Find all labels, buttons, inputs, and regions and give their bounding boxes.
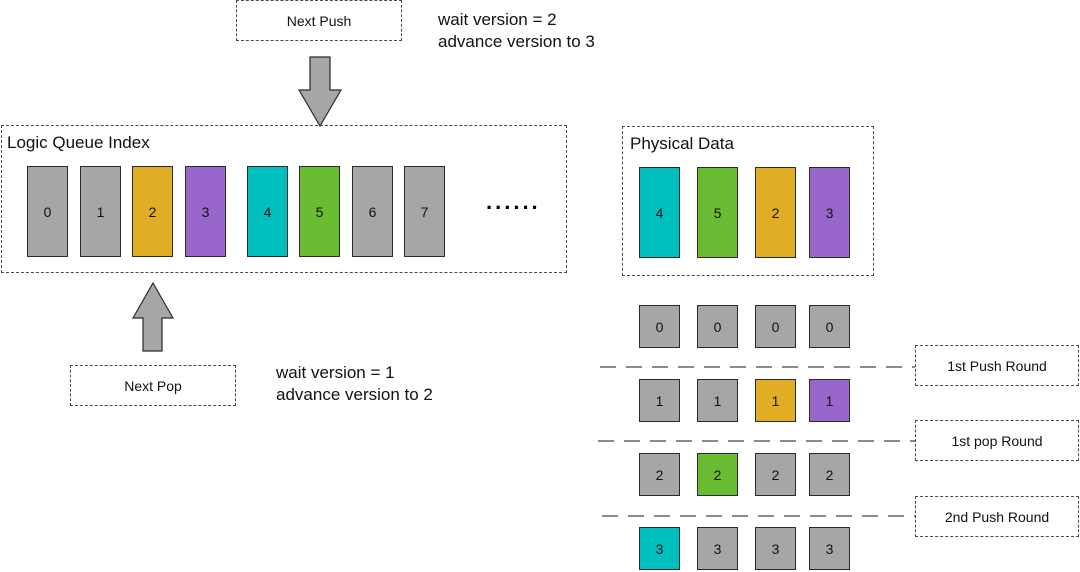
cell-value: 0: [771, 318, 780, 335]
cell-value: 5: [315, 203, 324, 220]
version-cell: 2: [639, 453, 680, 496]
logic-queue-cell: 6: [352, 166, 393, 257]
cell-value: 2: [825, 466, 834, 483]
round-label-1st-push: 1st Push Round: [915, 345, 1079, 386]
round-label-text: 1st pop Round: [951, 432, 1043, 449]
version-cell: 2: [697, 453, 738, 496]
version-cell: 3: [755, 527, 796, 570]
cell-value: 2: [771, 204, 780, 221]
version-cell: 3: [697, 527, 738, 570]
cell-value: 0: [43, 203, 52, 220]
cell-value: 3: [201, 203, 210, 220]
cell-value: 2: [713, 466, 722, 483]
cell-value: 1: [771, 392, 780, 409]
version-cell: 1: [755, 379, 796, 422]
cell-value: 3: [655, 540, 664, 557]
version-cell: 2: [755, 453, 796, 496]
cell-value: 7: [420, 203, 429, 220]
cell-value: 1: [96, 203, 105, 220]
cell-value: 3: [771, 540, 780, 557]
cell-value: 0: [713, 318, 722, 335]
physical-data-cell: 5: [697, 167, 738, 258]
logic-queue-cell: 1: [80, 166, 121, 257]
next-push-box: Next Push: [236, 0, 402, 41]
version-cell: 0: [697, 305, 738, 348]
cell-value: 6: [368, 203, 377, 220]
logic-queue-cell: 5: [299, 166, 340, 257]
next-push-note-line1: wait version = 2: [438, 10, 557, 29]
round-label-2nd-push: 2nd Push Round: [915, 496, 1079, 537]
physical-data-cell: 4: [639, 167, 680, 258]
cell-value: 0: [825, 318, 834, 335]
cell-value: 1: [825, 392, 834, 409]
cell-value: 1: [655, 392, 664, 409]
version-cell: 0: [809, 305, 850, 348]
next-push-note: wait version = 2 advance version to 3: [438, 9, 595, 53]
cell-value: 3: [713, 540, 722, 557]
version-cell: 0: [755, 305, 796, 348]
physical-data-title: Physical Data: [630, 134, 734, 153]
cell-value: 2: [148, 203, 157, 220]
round-label-1st-pop: 1st pop Round: [915, 420, 1079, 461]
push-arrow-icon: [297, 56, 343, 128]
cell-value: 2: [655, 466, 664, 483]
version-cell: 1: [697, 379, 738, 422]
cell-value: 5: [713, 204, 722, 221]
version-cell: 3: [809, 527, 850, 570]
logic-queue-cell: 4: [247, 166, 288, 257]
cell-value: 4: [655, 204, 664, 221]
next-pop-note: wait version = 1 advance version to 2: [276, 362, 433, 406]
cell-value: 0: [655, 318, 664, 335]
cell-value: 1: [713, 392, 722, 409]
next-pop-box: Next Pop: [70, 365, 236, 406]
logic-queue-cell: 3: [185, 166, 226, 257]
next-pop-label: Next Pop: [124, 377, 182, 394]
cell-value: 4: [263, 203, 272, 220]
round-label-text: 2nd Push Round: [944, 508, 1050, 525]
logic-queue-title: Logic Queue Index: [7, 133, 150, 152]
version-cell: 0: [639, 305, 680, 348]
next-pop-note-line1: wait version = 1: [276, 363, 395, 382]
next-pop-note-line2: advance version to 2: [276, 385, 433, 404]
version-cell: 1: [639, 379, 680, 422]
pop-arrow-icon: [131, 281, 175, 352]
cell-value: 2: [771, 466, 780, 483]
logic-queue-container: [1, 125, 567, 273]
physical-data-cell: 3: [809, 167, 850, 258]
ellipsis: ......: [486, 189, 541, 214]
physical-data-cell: 2: [755, 167, 796, 258]
cell-value: 3: [825, 204, 834, 221]
round-label-text: 1st Push Round: [947, 357, 1047, 374]
logic-queue-cell: 2: [132, 166, 173, 257]
logic-queue-cell: 7: [404, 166, 445, 257]
next-push-note-line2: advance version to 3: [438, 32, 595, 51]
physical-data-container: [622, 126, 874, 276]
version-cell: 3: [639, 527, 680, 570]
version-cell: 1: [809, 379, 850, 422]
cell-value: 3: [825, 540, 834, 557]
next-push-label: Next Push: [286, 12, 352, 29]
logic-queue-cell: 0: [27, 166, 68, 257]
version-cell: 2: [809, 453, 850, 496]
